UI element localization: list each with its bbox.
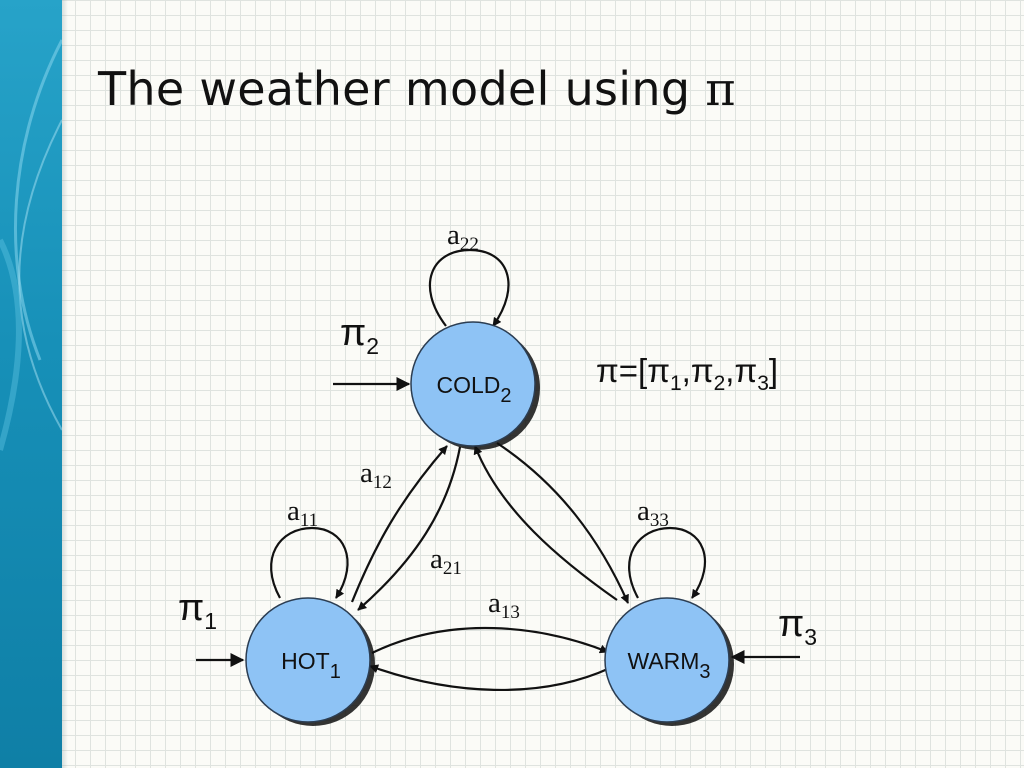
- decorative-side-band: [0, 0, 62, 768]
- label-a33-sub: 33: [650, 510, 669, 531]
- label-a12-sub: 12: [373, 472, 392, 493]
- label-a21: a21: [430, 543, 462, 579]
- side-band-shadow: [62, 0, 68, 768]
- label-a13: a13: [488, 587, 520, 623]
- label-a21-sub: 21: [443, 558, 462, 579]
- label-pi1-sub: 1: [204, 608, 217, 634]
- label-a13-sub: 13: [501, 602, 520, 623]
- swirl-decoration-icon: [0, 39, 62, 451]
- label-a12: a12: [360, 457, 392, 493]
- state-cold-subscript: 2: [500, 385, 511, 407]
- label-a11: a11: [287, 495, 318, 531]
- label-a22-base: a: [447, 219, 460, 251]
- pi-vector-prefix: π=[π: [596, 352, 670, 389]
- slide-title-text: The weather model using: [98, 62, 706, 116]
- state-cold-name: COLD: [436, 372, 500, 398]
- state-warm-subscript: 3: [699, 661, 710, 683]
- label-pi1: π1: [178, 587, 217, 634]
- label-a11-sub: 11: [300, 510, 318, 531]
- label-pi3: π3: [778, 603, 817, 650]
- label-a13-base: a: [488, 587, 501, 619]
- edge-warm-to-cold: [473, 445, 618, 601]
- pi-vector-sub1: 1: [670, 372, 682, 395]
- label-pi1-base: π: [178, 587, 204, 629]
- state-cold: COLD2: [410, 321, 540, 450]
- state-hot-name: HOT: [281, 648, 330, 674]
- label-a33-base: a: [637, 495, 650, 527]
- label-pi2-sub: 2: [366, 333, 379, 359]
- state-hot-subscript: 1: [330, 661, 341, 683]
- label-pi3-base: π: [778, 603, 804, 645]
- edge-warm-to-hot: [369, 664, 611, 691]
- edge-cold-to-warm: [496, 442, 630, 604]
- label-pi3-sub: 3: [804, 624, 817, 650]
- slide-title-pi-symbol: π: [705, 62, 736, 116]
- label-a33: a33: [637, 495, 669, 531]
- edge-hot-to-cold: [350, 445, 448, 603]
- edge-hot-to-warm: [371, 626, 609, 654]
- state-warm: WARM3: [604, 597, 734, 726]
- pi-vector-formula: π=[π1,π2,π3]: [596, 352, 778, 395]
- self-loop-cold: [428, 248, 510, 327]
- pi-vector-sep2: ,π: [725, 352, 757, 389]
- label-a22-sub: 22: [460, 234, 479, 255]
- self-loop-hot: [270, 526, 349, 599]
- state-warm-label: WARM3: [627, 648, 710, 683]
- label-a22: a22: [447, 219, 479, 255]
- state-warm-name: WARM: [627, 648, 699, 674]
- state-hot: HOT1: [245, 597, 375, 726]
- label-a21-base: a: [430, 543, 443, 575]
- label-a12-base: a: [360, 457, 373, 489]
- pi-vector-sub3: 3: [757, 372, 769, 395]
- self-loop-warm: [628, 526, 707, 599]
- label-a11-base: a: [287, 495, 300, 527]
- state-cold-label: COLD2: [436, 372, 511, 407]
- edge-cold-to-hot: [357, 446, 462, 611]
- slide-title: The weather model using π: [98, 62, 736, 116]
- label-pi2: π2: [340, 312, 379, 359]
- state-hot-label: HOT1: [281, 648, 341, 683]
- pi-vector-suffix: ]: [769, 352, 778, 389]
- label-pi2-base: π: [340, 312, 366, 354]
- pi-vector-sub2: 2: [714, 372, 726, 395]
- pi-vector-sep1: ,π: [682, 352, 714, 389]
